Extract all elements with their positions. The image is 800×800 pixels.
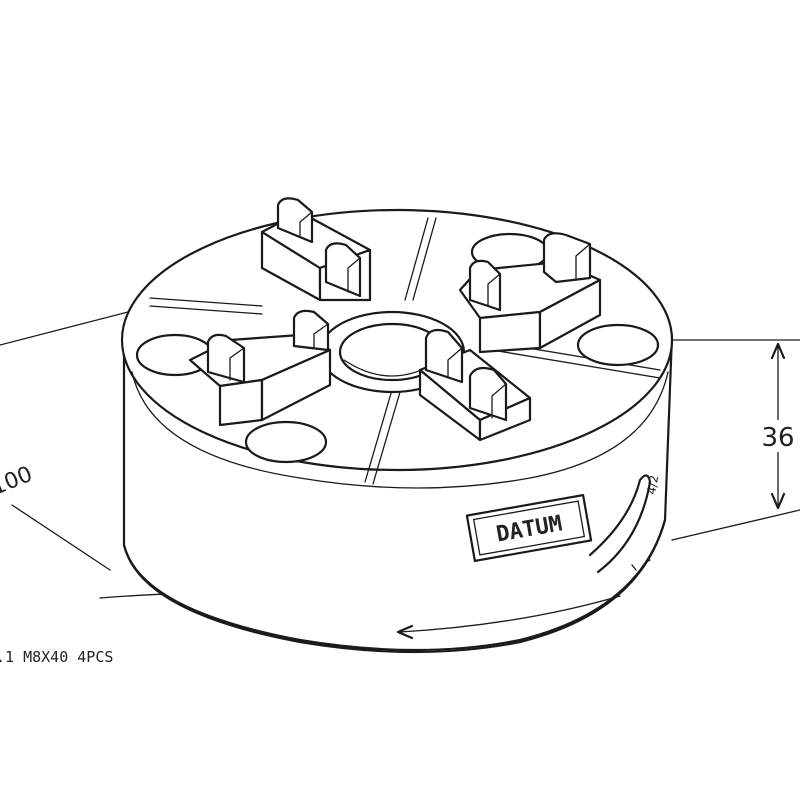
hole-right xyxy=(576,323,660,367)
side-slot xyxy=(588,474,652,574)
jaw-top xyxy=(260,197,372,302)
jaw-front xyxy=(418,328,532,442)
top-chamfer xyxy=(131,371,669,489)
side-marks: 4/2 xyxy=(644,474,661,495)
height-dimension-value: 36 xyxy=(761,423,794,453)
hole-bottom xyxy=(244,420,328,464)
datum-label-group: DATUM xyxy=(465,494,593,562)
diameter-dimension-value: 100 xyxy=(0,462,36,501)
datum-plate xyxy=(465,494,593,562)
jaw-left xyxy=(188,309,332,427)
jaw-right xyxy=(458,232,602,354)
height-dimension: 36 xyxy=(671,339,800,541)
screw-note: .1 M8X40 4PCS xyxy=(0,648,113,666)
bottom-edge xyxy=(122,518,667,654)
rotation-arrow xyxy=(396,595,621,640)
